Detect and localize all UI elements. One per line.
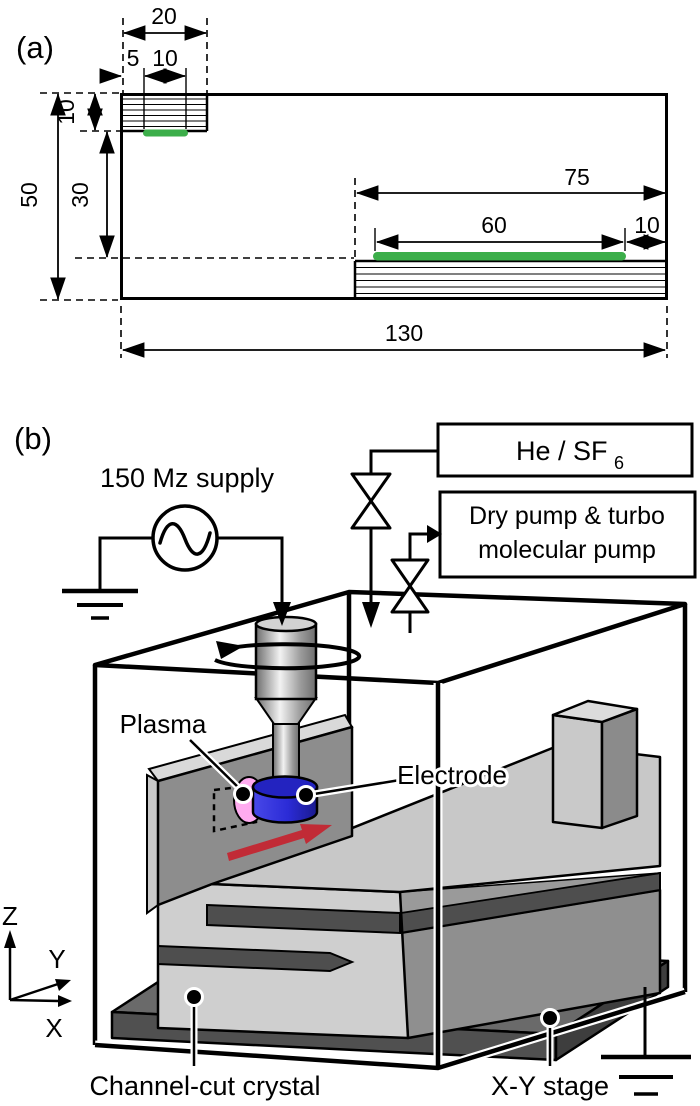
channel-slot-front (206, 903, 401, 935)
channel-cut-crystal (146, 699, 662, 1040)
dim-left-30: 30 (67, 131, 115, 258)
dim-10-left-value: 10 (53, 99, 79, 125)
dim-10-right-value: 10 (634, 212, 660, 238)
electrode-pointer-dot (296, 785, 316, 805)
spindle-top-face (254, 615, 318, 633)
spindle (254, 615, 318, 785)
dim-left-10: 10 (40, 92, 120, 132)
electrode-callout: Electrode (296, 757, 510, 805)
dim-130: 130 (120, 306, 668, 358)
gas-line (350, 449, 438, 628)
panel-b: (b) (2, 421, 697, 1101)
plasma-pointer-dot (233, 784, 253, 804)
stage-label: X-Y stage (491, 1071, 609, 1101)
supply-ground-wire (98, 536, 153, 589)
x-axis-label: X (45, 1013, 62, 1043)
ground-symbol-right-icon (601, 987, 691, 1096)
y-axis-label: Y (48, 944, 65, 974)
crystal-callout: Channel-cut crystal (89, 987, 321, 1101)
coating-strip-lower (373, 252, 626, 261)
spindle-body (254, 622, 318, 701)
dim-10-top-value: 10 (152, 45, 178, 71)
crystal-post-right (600, 707, 639, 830)
vacuum-chamber-front (94, 683, 687, 1073)
rotation-arrowhead-icon (216, 641, 244, 659)
gas-box-subscript: 6 (614, 453, 624, 473)
dim-20: 20 (122, 3, 208, 93)
panel-b-label: (b) (14, 421, 52, 456)
z-axis-arrowhead-icon (4, 930, 16, 948)
pump-box-line1: Dry pump & turbo (469, 502, 665, 530)
dim-50-value: 50 (16, 182, 42, 208)
dim-60-value: 60 (481, 212, 507, 238)
dim-75-value: 75 (564, 164, 590, 190)
rotation-arrow (214, 641, 362, 671)
stage-pointer-dot (540, 1008, 560, 1028)
spindle-shaft (272, 721, 300, 785)
panel-a-label: (a) (16, 30, 54, 65)
crystal-post-top (551, 699, 639, 724)
stage-callout: X-Y stage (491, 1008, 609, 1101)
dim-60: 60 (374, 212, 626, 251)
channel-slot-lower (157, 944, 355, 973)
gas-box-label: He / SF (516, 436, 608, 466)
dim-5-10: 5 10 (99, 45, 187, 129)
coating-strip-upper (143, 129, 188, 137)
crystal-outline (120, 93, 668, 300)
feed-direction-arrow-icon (227, 824, 332, 861)
plasma-callout: Plasma (117, 706, 253, 804)
dim-5-value: 5 (127, 45, 140, 71)
valve-pump-icon (390, 558, 430, 614)
crystal-pointer-dot (184, 987, 204, 1007)
upper-diffraction-block (121, 94, 209, 133)
panel-a: (a) 20 5 10 (16, 3, 668, 358)
crystal-label: Channel-cut crystal (89, 1071, 320, 1101)
ac-source-icon (151, 504, 219, 572)
dim-75: 75 (356, 164, 666, 201)
lower-diffraction-block (353, 259, 667, 299)
dim-left-50: 50 (16, 93, 118, 301)
spindle-taper (254, 697, 318, 725)
y-axis-arrowhead-icon (55, 979, 71, 991)
pump-box-line2: molecular pump (478, 536, 656, 564)
dim-10-right: 10 (626, 212, 666, 250)
supply-label: 150 Mz supply (100, 463, 275, 493)
supply-arrowhead-icon (273, 602, 291, 626)
x-axis-arrowhead-icon (58, 995, 72, 1007)
ground-symbol-left-icon (62, 588, 138, 620)
crystal-post-front (551, 713, 604, 830)
pump-arrowhead-icon (427, 525, 442, 543)
plasma-footprint-dashed-outline (212, 783, 258, 833)
valve-gas-icon (350, 472, 392, 530)
dim-130-value: 130 (385, 320, 423, 346)
supply-to-spindle-wire (217, 536, 291, 626)
dim-20-value: 20 (151, 3, 177, 29)
gas-inlet-arrowhead-icon (362, 602, 380, 628)
z-axis-label: Z (2, 901, 18, 931)
crystal-wall-left-strip (146, 773, 159, 915)
pump-line (390, 525, 442, 633)
electrode-label: Electrode (397, 760, 507, 790)
plasma-label: Plasma (120, 709, 207, 739)
gas-supply-box: He / SF 6 (436, 422, 694, 478)
coordinate-axes: Z Y X (2, 901, 72, 1043)
dim-30-value: 30 (67, 182, 93, 208)
pump-box: Dry pump & turbo molecular pump (438, 490, 697, 579)
